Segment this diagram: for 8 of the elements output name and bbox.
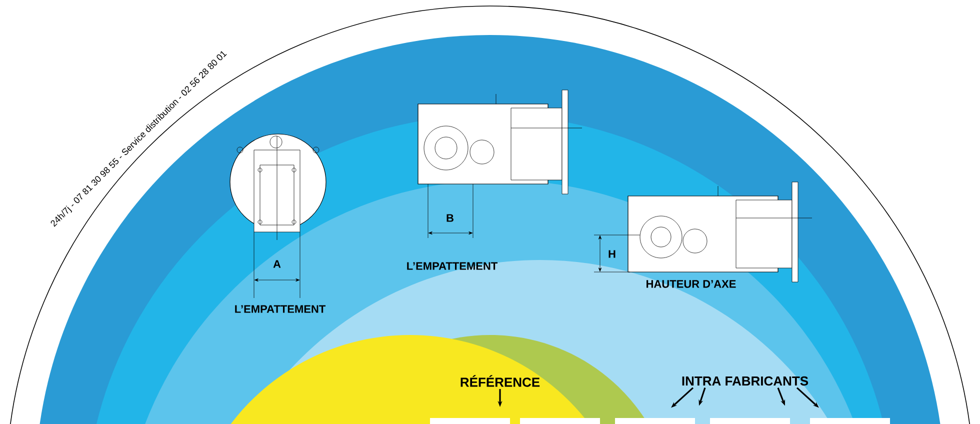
dimension-letter: B [446, 214, 454, 222]
dimension-caption: HAUTEUR D’AXE [646, 280, 736, 288]
dimension-letter: H [608, 250, 616, 258]
pointer-label: RÉFÉRENCE [460, 375, 540, 387]
dimension-caption: L’EMPATTEMENT [407, 262, 498, 270]
pointer-label: INTRA FABRICANTS [682, 376, 808, 386]
dimension-caption: L’EMPATTEMENT [235, 305, 326, 313]
dimension-letter: A [273, 260, 281, 268]
